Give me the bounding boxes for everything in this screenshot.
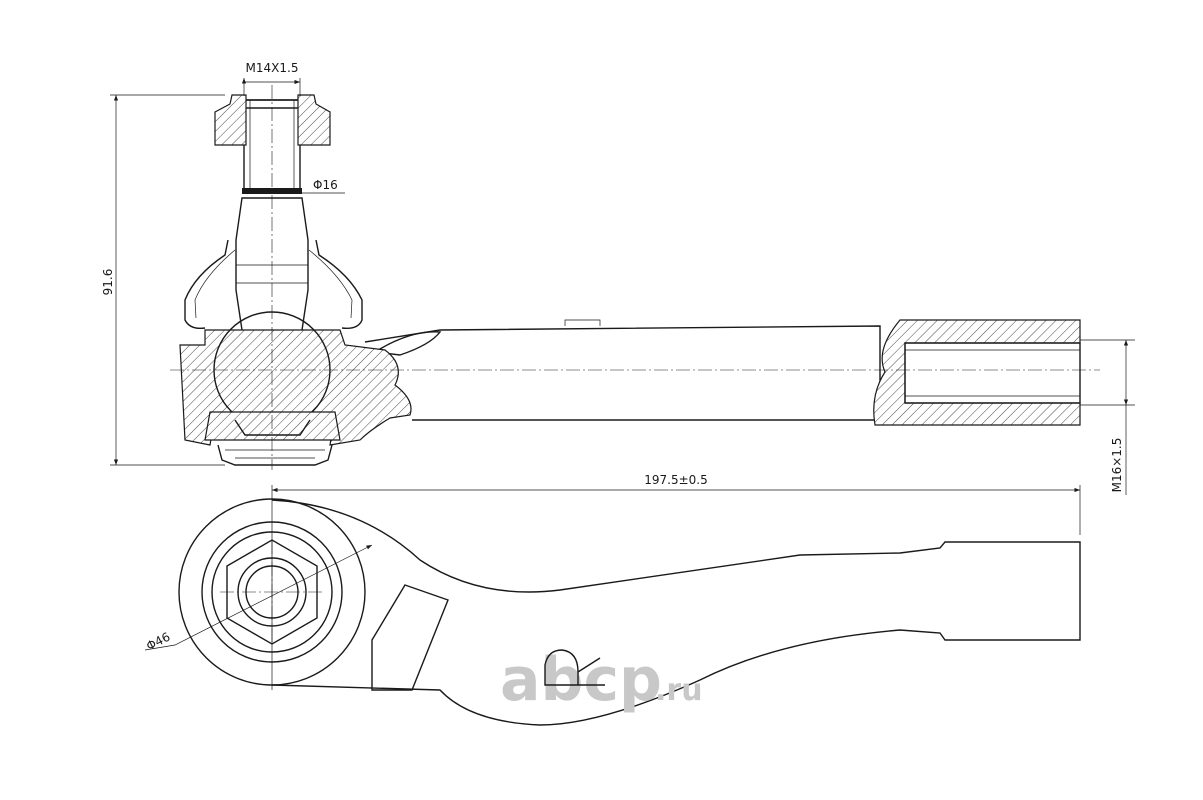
abcp-watermark-logo: abcp .ru (500, 645, 703, 715)
rod-body (364, 325, 881, 421)
nut-right (297, 94, 331, 146)
dust-boot (184, 239, 363, 330)
arm-outline (271, 499, 1081, 726)
bottom-cap (217, 444, 333, 466)
stud-thread-dimension: M14X1.5 (246, 61, 299, 75)
height-dimension: 91.6 (101, 269, 115, 296)
nut-left (214, 94, 247, 146)
housing-section (179, 329, 412, 446)
flat-face (371, 584, 449, 691)
length-dimension: 197.5±0.5 (644, 473, 708, 487)
bore-thread-dimension: M16×1.5 (1110, 438, 1124, 493)
svg-text:abcp: abcp (500, 645, 662, 715)
housing-diameter-dimension: Φ46 (144, 630, 172, 654)
plan-view: 197.5±0.5 Φ46 (144, 473, 1081, 726)
svg-text:.ru: .ru (655, 673, 703, 708)
stud-diameter-dimension: Φ16 (313, 178, 338, 192)
section-view: 91.6 M14X1.5 Φ16 M16×1.5 (101, 61, 1135, 495)
